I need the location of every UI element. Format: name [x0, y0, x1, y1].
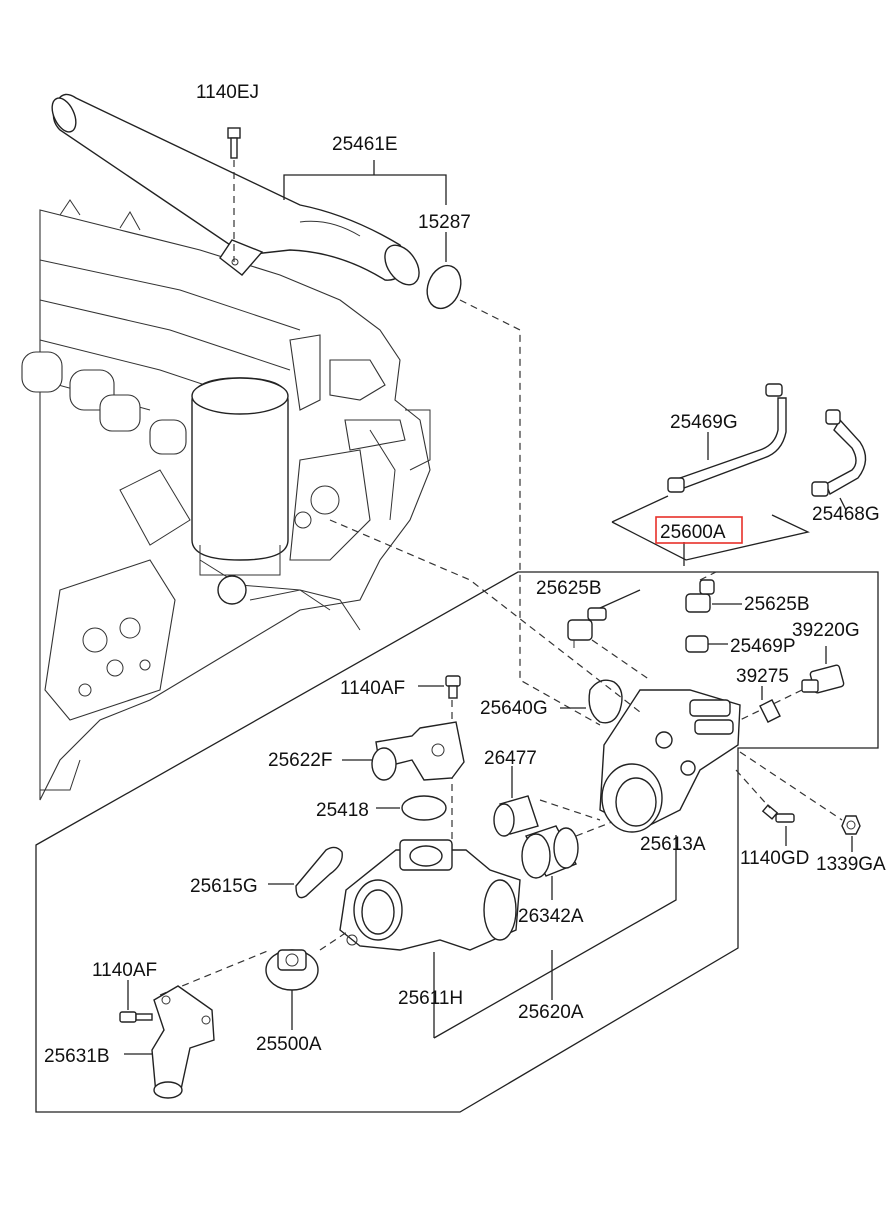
pin-39275: [759, 699, 781, 723]
gasket-25640G: [588, 679, 623, 724]
label-25469P: 25469P: [730, 636, 796, 657]
assembly-outline: [35, 571, 879, 1113]
label-39220G: 39220G: [792, 620, 860, 641]
housing-25613A: [599, 689, 741, 833]
engine-block: [21, 199, 431, 801]
inlet-25631B: [151, 985, 215, 1099]
thermostat-25500A: [265, 949, 319, 991]
hose-25468G: [811, 409, 867, 497]
label-1140AF-top: 1140AF: [340, 678, 405, 699]
label-25615G: 25615G: [190, 876, 258, 897]
label-25600A: 25600A: [660, 522, 726, 543]
label-26342A: 26342A: [518, 906, 584, 927]
label-1140EJ: 1140EJ: [196, 82, 259, 103]
bolt-1140AF-bottom: [119, 1011, 153, 1023]
label-25468G: 25468G: [812, 504, 880, 525]
label-25631B: 25631B: [44, 1046, 110, 1067]
label-25622F: 25622F: [268, 750, 332, 771]
label-39275: 39275: [736, 666, 789, 687]
label-25613A: 25613A: [640, 834, 706, 855]
oring-15287: [426, 264, 462, 310]
label-1140AF-bottom: 1140AF: [92, 960, 157, 981]
label-25625B-left: 25625B: [536, 578, 602, 599]
label-25620A: 25620A: [518, 1002, 584, 1023]
highlight-box: [655, 516, 743, 544]
pipe-26477: [493, 795, 539, 837]
pipe-25461E: [51, 93, 420, 286]
label-25500A: 25500A: [256, 1034, 322, 1055]
label-1140GD: 1140GD: [740, 848, 809, 869]
bolt-1140EJ: [227, 127, 241, 262]
label-25640G: 25640G: [480, 698, 548, 719]
leader-25461E: [283, 174, 447, 205]
fitting-25625B-left: [567, 607, 607, 648]
label-25611H: 25611H: [398, 988, 463, 1009]
hose-25469G: [667, 383, 787, 493]
bolt-1140GD: [761, 804, 795, 823]
oring-25418: [401, 795, 447, 821]
label-26477: 26477: [484, 748, 537, 769]
label-25469G: 25469G: [670, 412, 738, 433]
pipe-26342A: [521, 825, 579, 879]
label-15287: 15287: [418, 212, 471, 233]
housing-25611H: [339, 839, 521, 951]
collar-25469P: [685, 635, 709, 653]
label-1339GA: 1339GA: [816, 854, 886, 875]
bolt-1140AF-top: [445, 675, 461, 699]
label-25625B-right: 25625B: [744, 594, 810, 615]
nut-1339GA: [841, 815, 861, 835]
label-25418: 25418: [316, 800, 369, 821]
gasket-25615G: [295, 846, 343, 899]
sensor-39220G: [801, 664, 845, 694]
label-25461E: 25461E: [332, 134, 398, 155]
fitting-25625B-right: [685, 579, 715, 613]
outlet-25622F: [371, 721, 465, 781]
